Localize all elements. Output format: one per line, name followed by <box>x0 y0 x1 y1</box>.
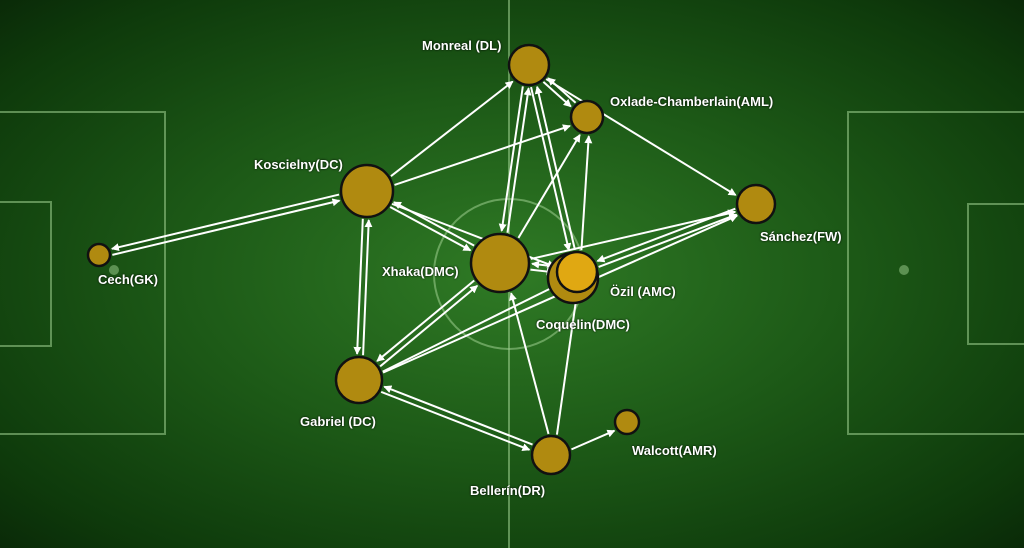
pass-arrow-koscielny-to-oxlade <box>394 124 571 186</box>
pass-arrow-bellerin-to-walcott <box>571 429 616 451</box>
pass-arrow-gabriel-to-ozil <box>382 284 559 373</box>
player-node-ozil <box>555 250 599 294</box>
pass-arrow-xhaka-to-oxlade <box>517 133 581 239</box>
player-node-sanchez <box>735 183 777 225</box>
player-node-koscielny <box>339 163 395 219</box>
player-label-ozil: Özil (AMC) <box>610 284 676 299</box>
player-label-gabriel: Gabriel (DC) <box>300 414 376 429</box>
pass-arrow-koscielny-to-xhaka <box>389 206 472 252</box>
pass-arrow-ozil-to-oxlade <box>580 135 593 251</box>
player-node-monreal <box>507 43 551 87</box>
player-label-oxlade: Oxlade-Chamberlain(AML) <box>610 94 774 109</box>
player-node-xhaka <box>469 232 531 294</box>
player-node-gabriel <box>334 355 384 405</box>
player-label-cech: Cech(GK) <box>98 272 158 287</box>
pass-arrow-bellerin-to-ozil <box>555 294 580 435</box>
player-node-cech <box>86 242 112 268</box>
pass-arrow-xhaka-to-gabriel <box>376 279 475 362</box>
pass-arrow-sanchez-to-ozil <box>596 207 736 263</box>
pass-arrow-monreal-to-oxlade <box>542 81 572 108</box>
player-label-xhaka: Xhaka(DMC) <box>382 264 459 279</box>
player-node-walcott <box>613 408 641 436</box>
player-label-walcott: Walcott(AMR) <box>632 443 717 458</box>
pass-arrow-gabriel-to-koscielny <box>362 219 373 356</box>
pass-arrow-cech-to-koscielny <box>112 198 341 256</box>
pass-arrow-ozil-to-sanchez <box>598 213 738 268</box>
pass-arrow-xhaka-to-sanchez <box>530 209 737 260</box>
pass-arrow-koscielny-to-monreal <box>390 80 514 177</box>
player-label-bellerin: Bellerín(DR) <box>470 483 546 498</box>
pass-arrow-monreal-to-sanchez <box>545 78 737 196</box>
player-label-koscielny: Koscielny(DC) <box>254 157 343 172</box>
player-node-oxlade <box>569 99 605 135</box>
player-label-sanchez: Sánchez(FW) <box>760 229 842 244</box>
pass-arrow-koscielny-to-gabriel <box>353 218 364 355</box>
pass-arrow-xhaka-to-monreal <box>506 87 532 233</box>
pass-arrow-ozil-to-monreal <box>534 85 576 251</box>
pass-arrow-gabriel-to-bellerin <box>380 390 531 451</box>
pass-arrow-monreal-to-xhaka <box>498 86 524 232</box>
pass-arrow-monreal-to-ozil <box>530 86 572 252</box>
player-label-coquelin: Coquelin(DMC) <box>536 317 630 332</box>
pass-arrow-bellerin-to-gabriel <box>383 385 533 446</box>
player-node-bellerin <box>530 434 572 476</box>
player-label-monreal: Monreal (DL) <box>422 38 502 53</box>
pass-arrow-bellerin-to-xhaka <box>509 292 550 435</box>
pass-arrow-koscielny-to-cech <box>110 193 340 252</box>
pass-arrow-gabriel-to-xhaka <box>379 284 479 368</box>
